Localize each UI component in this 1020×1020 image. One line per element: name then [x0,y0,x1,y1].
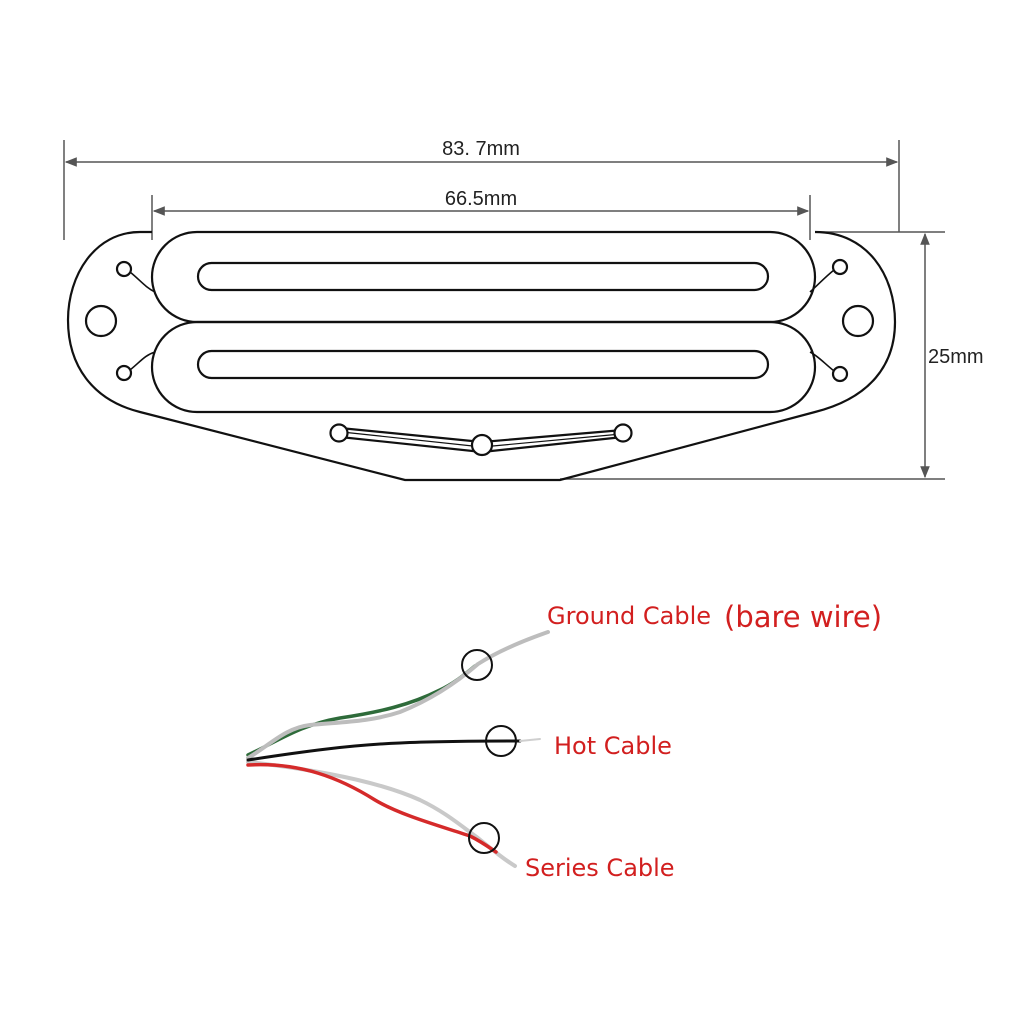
dimension-width: 25mm [560,231,984,480]
dimension-overall-length: 83. 7mm [63,138,900,240]
right-mounting-hole [841,304,875,338]
left-solder-lugs [115,260,156,382]
right-solder-lugs [809,258,849,383]
hot-highlight-circle [485,725,517,757]
bobbin-length-label: 66.5mm [445,188,517,210]
upper-pole-slot [196,261,770,292]
ground-cable-note: (bare wire) [724,600,882,634]
series-cable-label: Series Cable [525,854,675,882]
hot-wire-tip [519,738,541,742]
wire-bundle [246,630,550,868]
baseplate-outline [66,230,897,482]
hot-wire-black [246,739,522,762]
upper-bobbin [150,230,817,324]
left-mounting-hole [84,304,118,338]
wire-bracket [329,423,633,457]
series-highlight-circle [468,822,500,854]
pickup-body [66,230,897,482]
ground-wire-bare [246,630,550,760]
ground-cable-label: Ground Cable [547,602,711,630]
lower-pole-slot [196,349,770,380]
overall-length-label: 83. 7mm [442,138,520,160]
ground-highlight-circle [461,649,493,681]
width-label: 25mm [928,346,984,368]
series-wire-red [246,762,498,854]
hot-cable-label: Hot Cable [554,732,672,760]
lower-bobbin [150,320,817,414]
